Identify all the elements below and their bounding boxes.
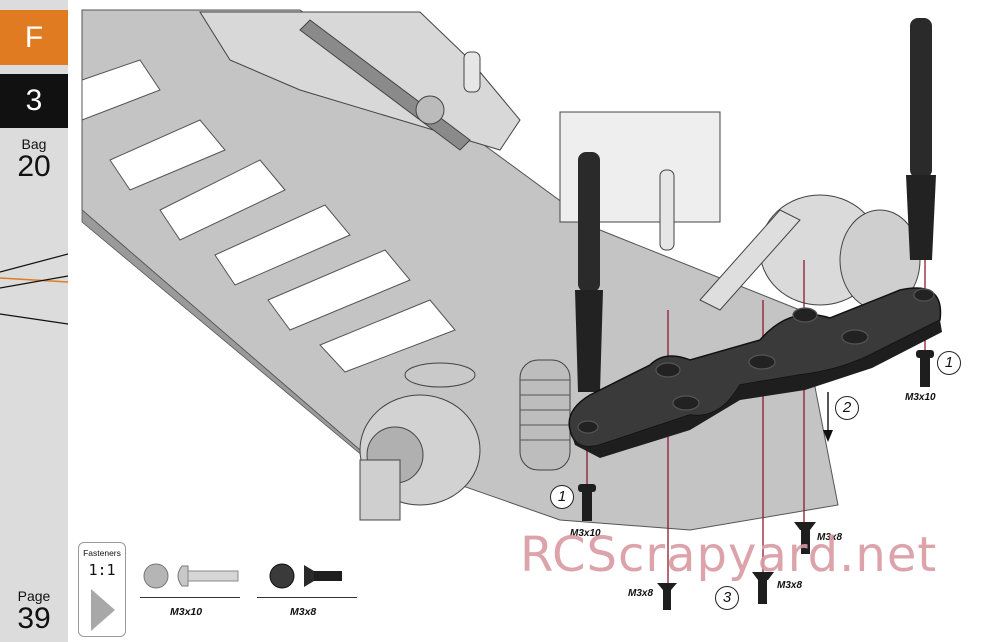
flat-head-screw-icon bbox=[269, 563, 342, 589]
front-top-plate bbox=[568, 287, 942, 458]
screw-label-m3x10-left: M3x10 bbox=[570, 528, 601, 539]
down-arrow-icon bbox=[823, 392, 833, 442]
screw-label-m3x8-c: M3x8 bbox=[777, 580, 803, 591]
screw-label-m3x10-right: M3x10 bbox=[905, 392, 936, 403]
fastener-label-m3x8: M3x8 bbox=[290, 606, 317, 618]
fastener-rule-2 bbox=[257, 597, 357, 598]
step-mark-1-left: 1 bbox=[550, 485, 574, 509]
bag-label: Bag bbox=[21, 136, 47, 152]
watermark: RCScrapyard.net bbox=[520, 527, 938, 583]
fasteners-box: Fasteners 1:1 bbox=[78, 542, 126, 637]
play-icon bbox=[91, 589, 115, 631]
bag-number: 20 bbox=[17, 150, 51, 183]
screws bbox=[578, 350, 934, 610]
step-number: 3 bbox=[0, 74, 68, 128]
sidebar: F 3 Bag 20 Page 39 bbox=[0, 0, 68, 642]
section-letter: F bbox=[0, 10, 68, 65]
fasteners-scale: 1:1 bbox=[88, 561, 116, 579]
step-mark-1-right: 1 bbox=[937, 351, 961, 375]
screw-label-m3x8-b: M3x8 bbox=[628, 588, 654, 599]
front-suspension bbox=[359, 194, 921, 521]
fasteners-title: Fasteners bbox=[83, 548, 121, 558]
fastener-rule-1 bbox=[140, 597, 240, 598]
body-posts bbox=[575, 18, 936, 392]
page-label: Page bbox=[17, 588, 51, 604]
step-mark-3: 3 bbox=[715, 586, 739, 610]
section-tab-lines bbox=[0, 253, 68, 325]
screw-label-m3x8-a: M3x8 bbox=[817, 532, 843, 543]
page-number: 39 bbox=[17, 602, 51, 635]
fastener-label-m3x10: M3x10 bbox=[170, 606, 203, 618]
step-mark-2: 2 bbox=[835, 396, 859, 420]
button-head-screw-icon bbox=[143, 563, 239, 589]
